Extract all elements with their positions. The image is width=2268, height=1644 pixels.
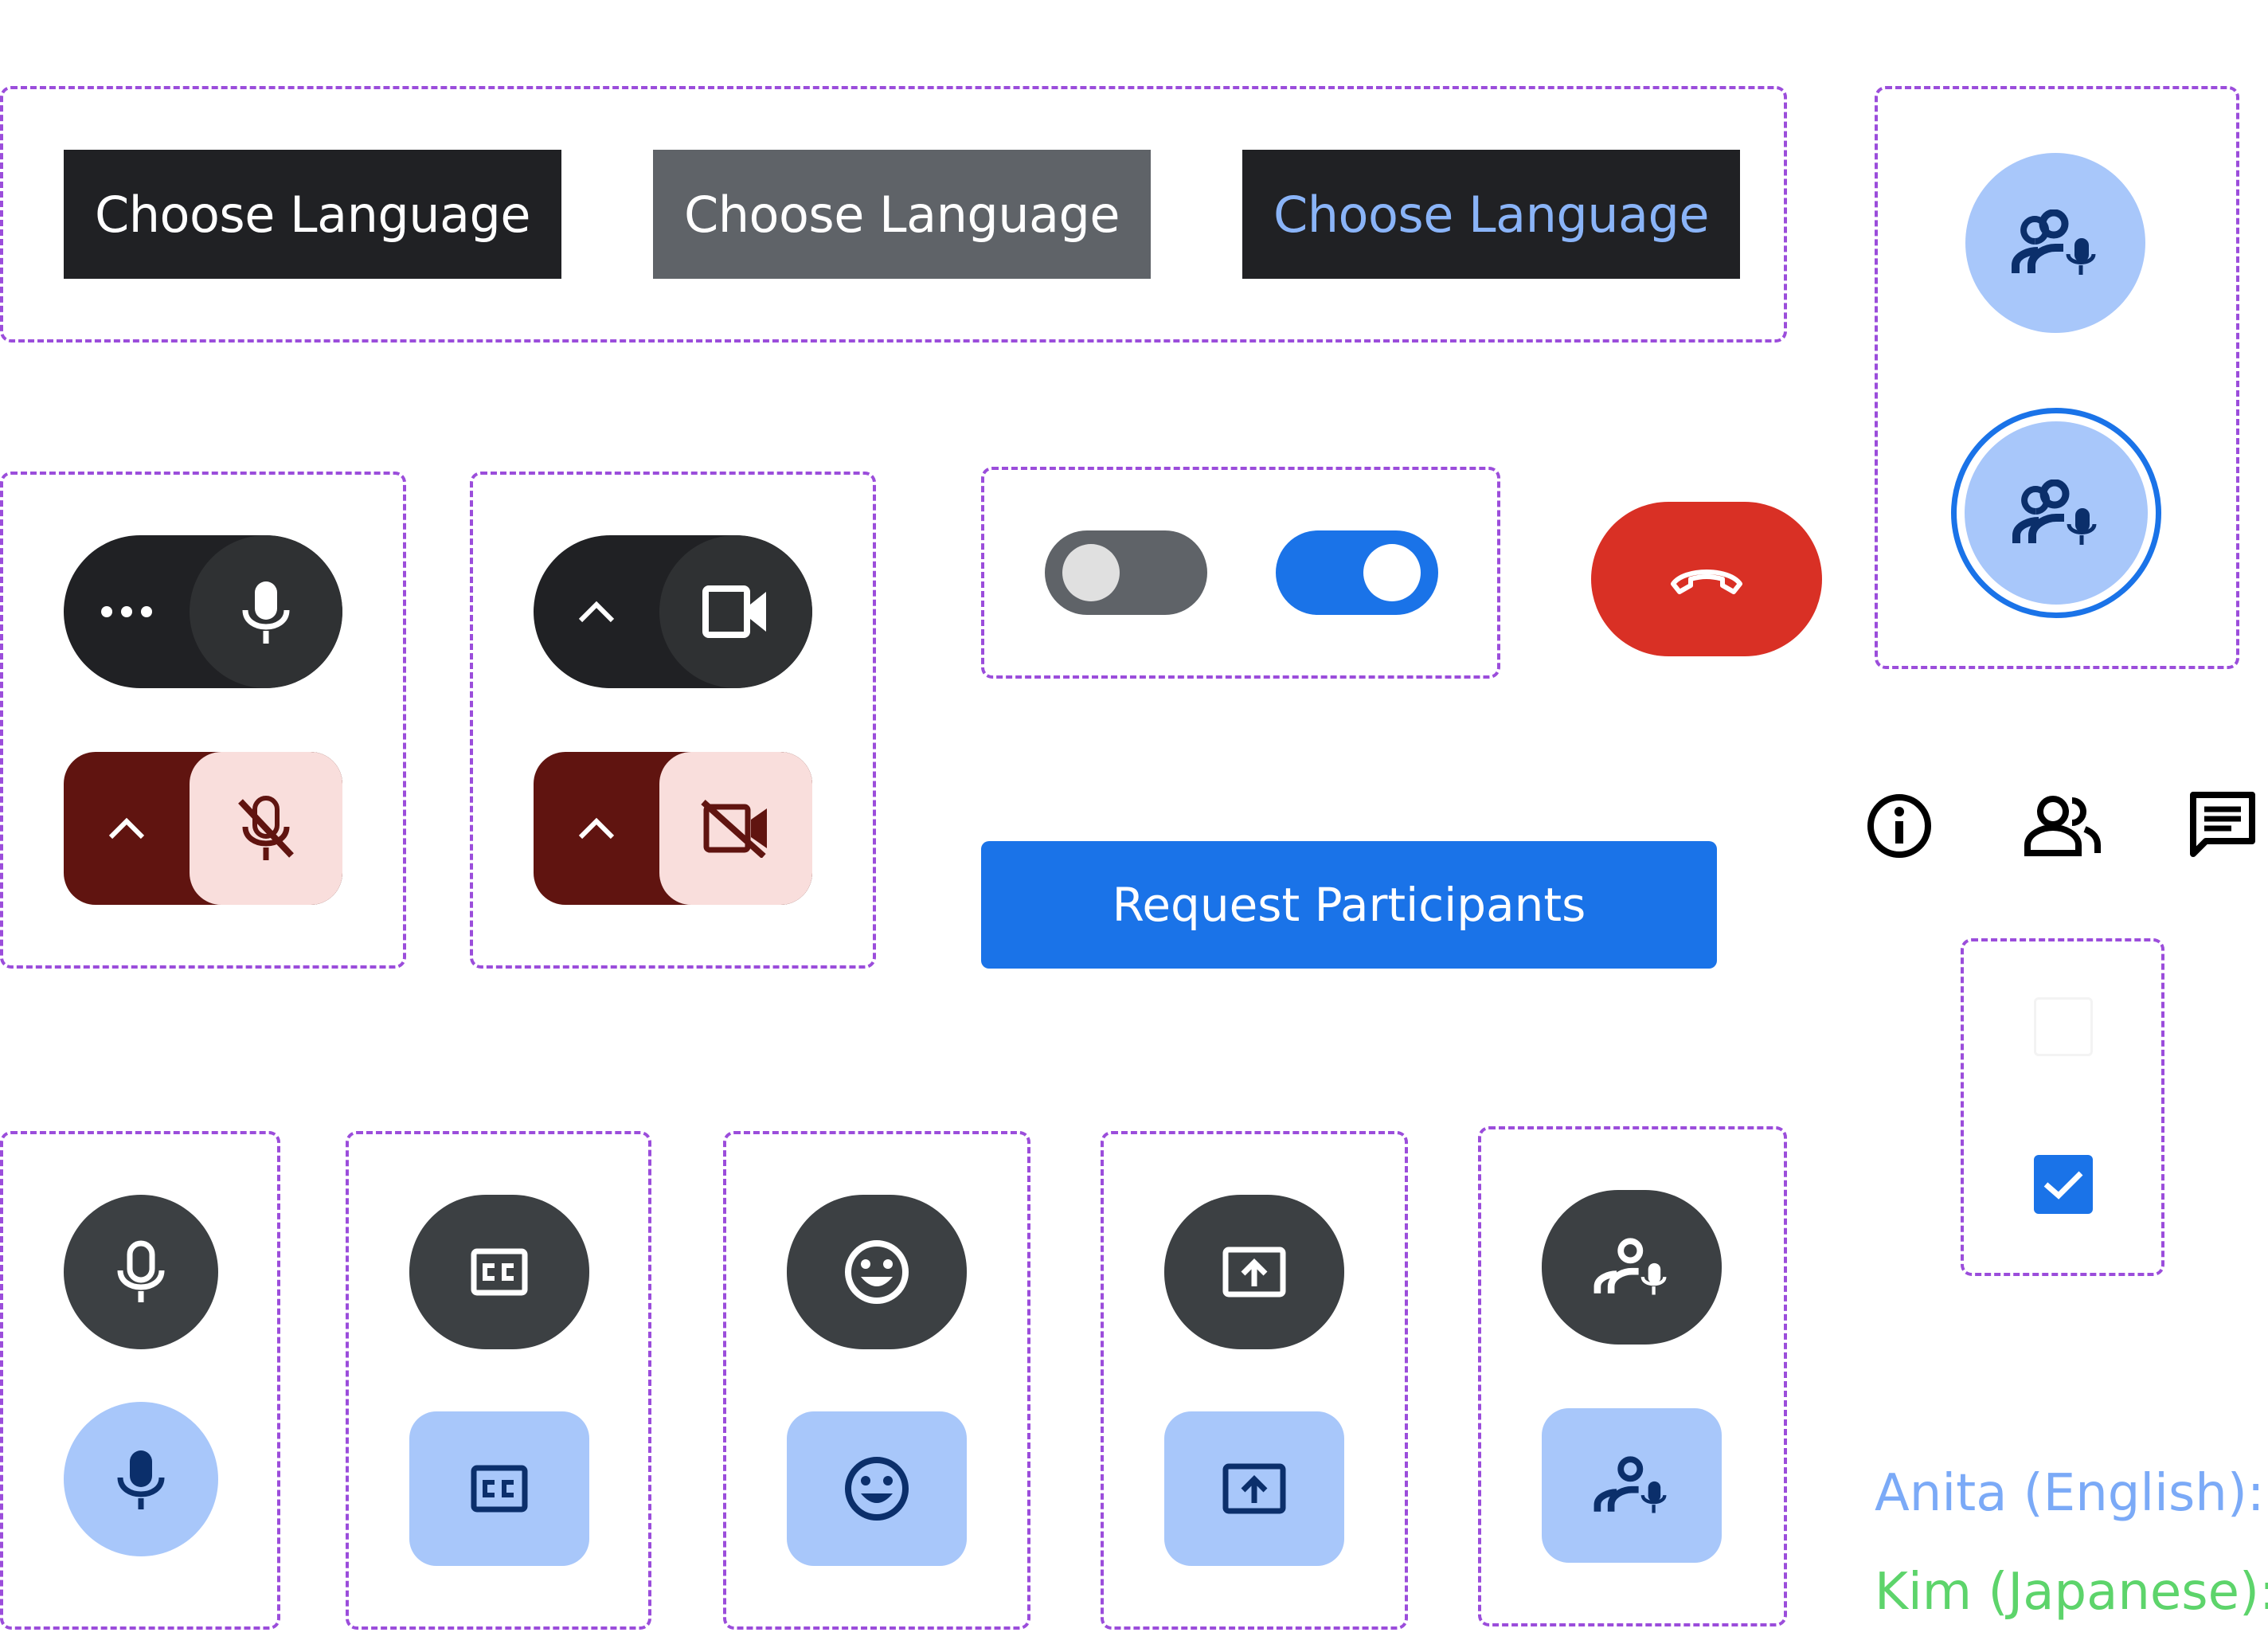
emoji-icon [843, 1239, 910, 1305]
toggle-switch-knob [1062, 544, 1120, 601]
closed-captions-button-active[interactable] [409, 1411, 589, 1566]
toggle-switch-group [981, 467, 1500, 679]
choose-language-button-selected[interactable]: Choose Language [1242, 150, 1740, 279]
leave-call-button[interactable] [1591, 502, 1822, 656]
choose-language-label: Choose Language [1273, 185, 1710, 244]
mic-button-group [0, 1131, 280, 1630]
camera-control-group [470, 472, 876, 969]
mic-icon [240, 578, 291, 645]
interpreter-button-group [1875, 86, 2239, 669]
toggle-switch-knob [1363, 544, 1421, 601]
mic-button[interactable] [64, 1195, 218, 1349]
camera-off-split-control [534, 752, 812, 905]
chevron-up-icon [577, 816, 616, 840]
language-button-group [0, 86, 1787, 342]
interpreter-button-inner [1965, 421, 2148, 605]
mic-options-chevron-button[interactable] [64, 752, 190, 905]
captions-button-group [346, 1131, 651, 1630]
present-screen-button[interactable] [1164, 1195, 1344, 1349]
interpreter-button[interactable] [1965, 153, 2145, 333]
mic-muted-split-control [64, 752, 342, 905]
people-icon[interactable] [2023, 790, 2102, 862]
toggle-switch-on[interactable] [1276, 530, 1438, 615]
interpreter-icon [2010, 480, 2102, 546]
camera-icon [702, 585, 769, 638]
mic-off-icon [234, 795, 298, 862]
hang-up-icon [1668, 562, 1745, 597]
camera-off-icon [700, 799, 772, 858]
caption-speaker-anita: Anita (English): [1875, 1464, 2265, 1523]
check-icon [2043, 1168, 2084, 1200]
info-icon[interactable] [1863, 790, 1935, 862]
interpreter-button-focused[interactable] [1951, 408, 2161, 618]
checkbox-group [1961, 938, 2164, 1276]
checkbox-unchecked[interactable] [2034, 997, 2093, 1056]
mic-split-control [64, 535, 342, 688]
interpreter-icon [1592, 1455, 1672, 1516]
request-participants-label: Request Participants [1112, 878, 1586, 932]
present-button-group [1101, 1131, 1408, 1630]
closed-captions-button[interactable] [409, 1195, 589, 1349]
present-screen-button-active[interactable] [1164, 1411, 1344, 1566]
request-participants-button[interactable]: Request Participants [981, 841, 1717, 969]
camera-split-control [534, 535, 812, 688]
more-icon [99, 604, 154, 620]
checkbox-checked[interactable] [2034, 1155, 2093, 1214]
present-screen-icon [1222, 1463, 1286, 1514]
interpreter-icon [1592, 1237, 1672, 1298]
present-screen-icon [1222, 1247, 1286, 1298]
choose-language-button-default[interactable]: Choose Language [64, 150, 561, 279]
interpreter-icon [2009, 209, 2102, 276]
reactions-button-active[interactable] [787, 1411, 967, 1566]
chevron-up-icon [577, 600, 616, 624]
interpretation-button[interactable] [1542, 1190, 1722, 1345]
reactions-button-group [723, 1131, 1030, 1630]
choose-language-button-hover[interactable]: Choose Language [653, 150, 1151, 279]
mic-button-active[interactable] [64, 1402, 218, 1556]
emoji-icon [843, 1455, 910, 1522]
mic-button[interactable] [190, 535, 342, 688]
camera-off-button[interactable] [659, 752, 812, 905]
camera-button[interactable] [659, 535, 812, 688]
mic-icon [117, 1240, 165, 1304]
more-options-button[interactable] [64, 535, 190, 688]
camera-off-chevron-button[interactable] [534, 752, 659, 905]
mic-icon [117, 1447, 165, 1511]
camera-options-chevron-button[interactable] [534, 535, 659, 688]
interpretation-button-active[interactable] [1542, 1408, 1722, 1563]
choose-language-label: Choose Language [683, 185, 1120, 244]
chevron-up-icon [107, 816, 147, 840]
mic-muted-button[interactable] [190, 752, 342, 905]
interpretation-button-group [1478, 1126, 1787, 1626]
toggle-switch-off[interactable] [1045, 530, 1207, 615]
mic-control-group [0, 472, 406, 969]
chat-icon[interactable] [2187, 789, 2258, 860]
reactions-button[interactable] [787, 1195, 967, 1349]
closed-captions-icon [471, 1465, 528, 1513]
caption-speaker-kim: Kim (Japanese): [1875, 1563, 2268, 1622]
choose-language-label: Choose Language [94, 185, 531, 244]
closed-captions-icon [471, 1248, 528, 1296]
